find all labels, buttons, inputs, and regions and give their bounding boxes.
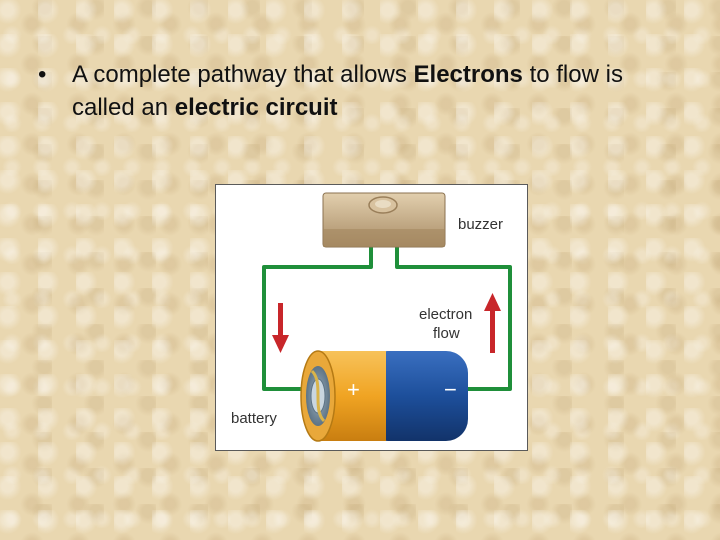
electron-flow-label-line2: flow (433, 325, 460, 342)
circuit-wire (262, 245, 512, 391)
circuit-figure: buzzer electron flow battery + − (215, 184, 528, 451)
circuit-diagram (262, 192, 512, 442)
electron-flow-up-arrow-icon (484, 293, 501, 353)
bullet-text: A complete pathway that allows Electrons… (72, 58, 678, 124)
battery-minus-sign: − (444, 377, 457, 402)
battery-label: battery (231, 410, 277, 427)
bullet-item: • A complete pathway that allows Electro… (38, 58, 678, 124)
text-bold-electrons: Electrons (413, 61, 523, 88)
buzzer-icon (322, 192, 446, 248)
buzzer-label: buzzer (458, 216, 504, 233)
electron-flow-down-arrow-icon (272, 303, 289, 353)
bullet-dot: • (38, 61, 47, 88)
battery-icon (300, 350, 468, 442)
battery-plus-sign: + (347, 377, 360, 402)
text-part-2: to flow is called an (72, 61, 623, 121)
text-bold-electric-circuit: electric circuit (174, 94, 338, 121)
text-part-1: A complete pathway that allows (72, 61, 414, 88)
electron-flow-label-line1: electron (419, 306, 473, 323)
